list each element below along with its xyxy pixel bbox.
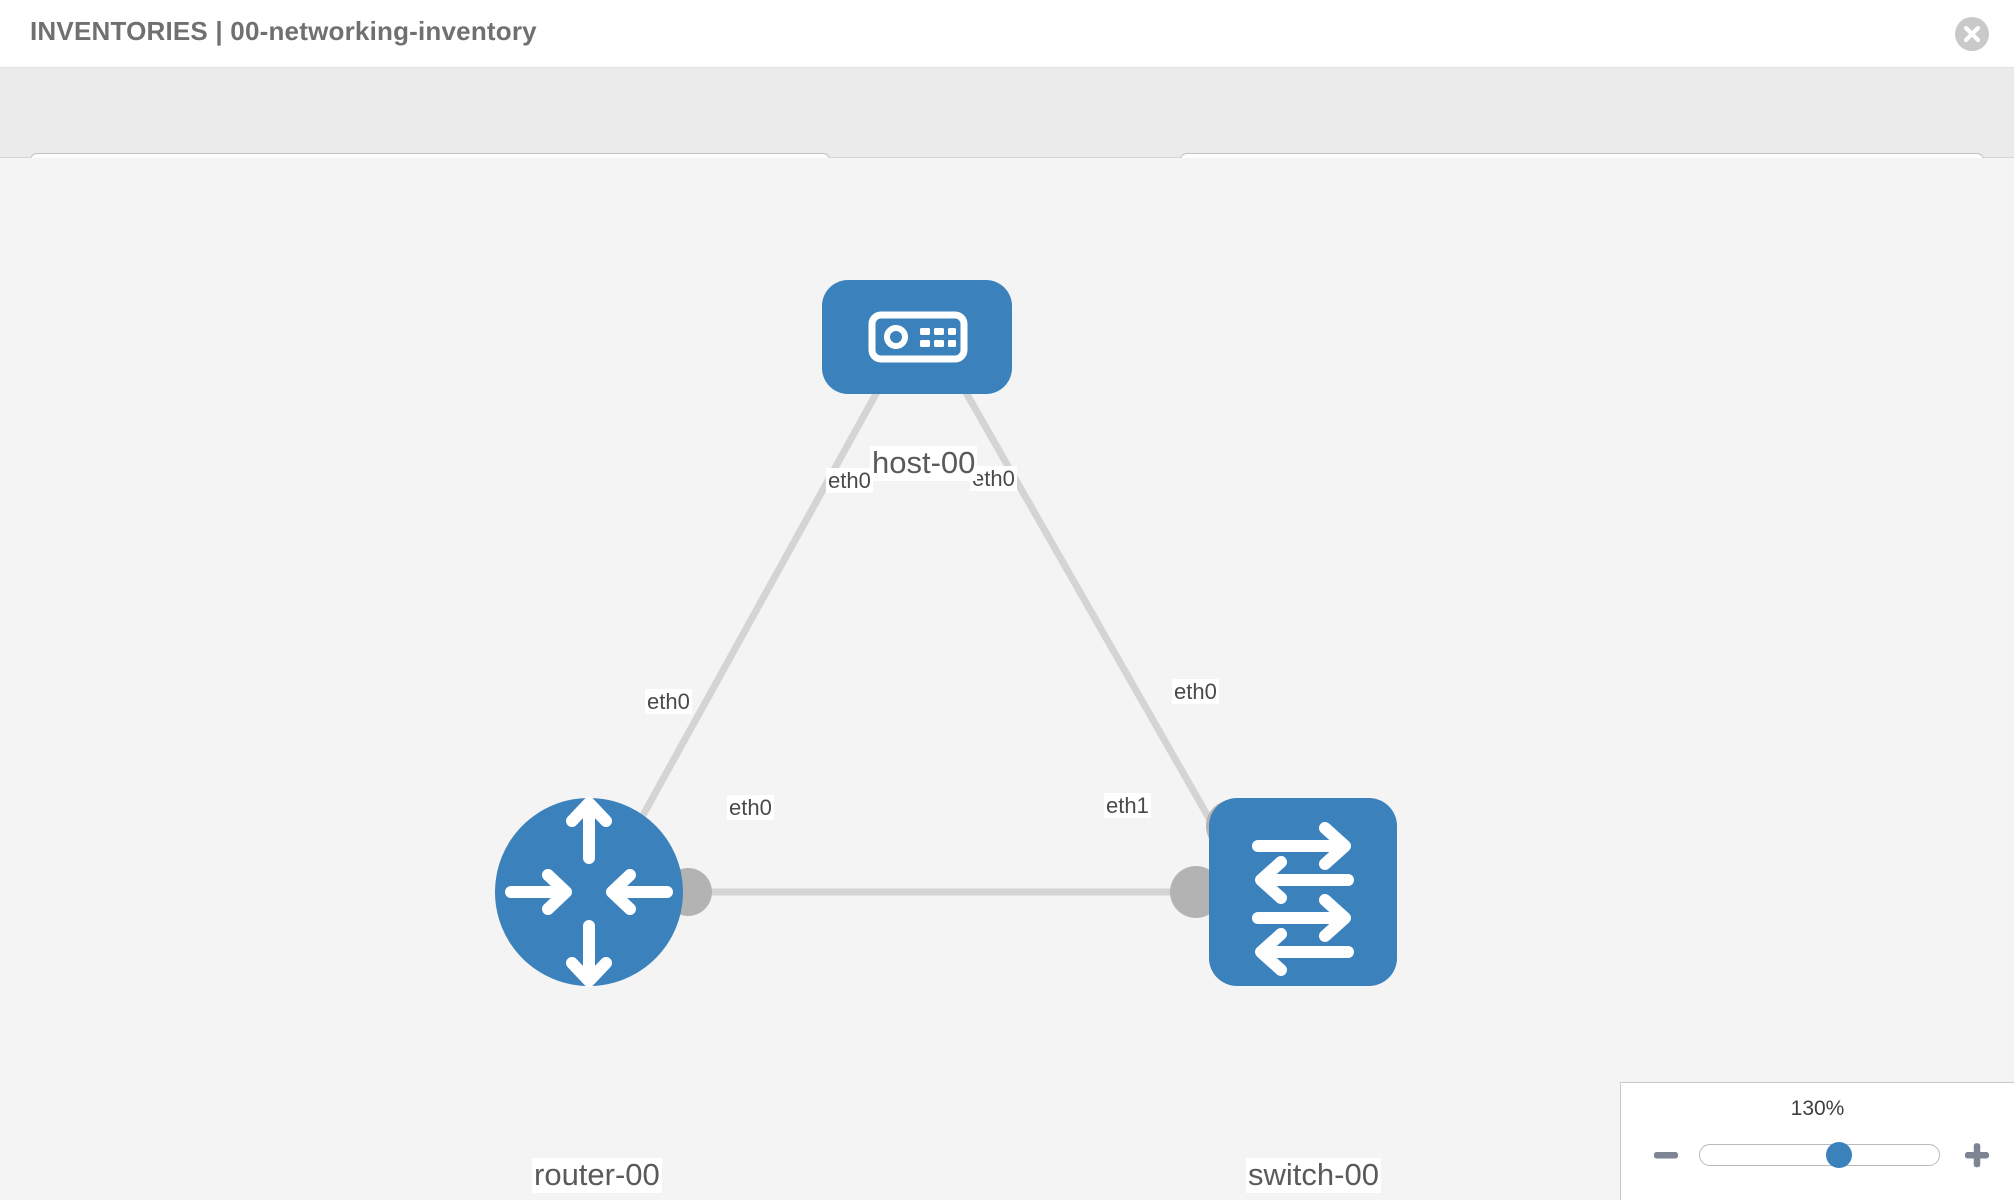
- router-icon: [505, 797, 673, 987]
- topology-graph: [495, 280, 1397, 987]
- interface-label: eth1: [1104, 793, 1151, 819]
- interface-label: eth0: [970, 466, 1017, 492]
- topology-links: [612, 352, 1230, 896]
- zoom-control-panel: 130%: [1620, 1082, 2014, 1200]
- zoom-level-value: 130%: [1790, 1097, 1845, 1120]
- node-label-switch: switch-00: [1246, 1157, 1381, 1193]
- node-label-host: host-00: [870, 445, 978, 481]
- page-header: INVENTORIES | 00-networking-inventory: [0, 0, 2014, 68]
- link-host-switch[interactable]: [940, 352, 1230, 850]
- page-title: INVENTORIES | 00-networking-inventory: [30, 16, 537, 46]
- interface-label: eth0: [826, 468, 873, 494]
- topology-connectors: [664, 330, 1258, 918]
- server-icon: [868, 311, 968, 363]
- link-router-host[interactable]: [612, 352, 902, 866]
- toolbar: ACTIONS SEARCH: [0, 68, 2014, 209]
- zoom-slider-thumb[interactable]: [1825, 1142, 1852, 1168]
- node-host-00[interactable]: [822, 280, 1012, 394]
- plus-icon[interactable]: [1962, 1140, 1992, 1170]
- node-switch-00[interactable]: [1209, 798, 1397, 986]
- topology-canvas[interactable]: eth0 eth0 eth0 eth0 eth0 eth1 host-00 ro…: [0, 158, 2014, 1200]
- node-label-router: router-00: [532, 1157, 662, 1193]
- close-icon[interactable]: [1954, 16, 1990, 52]
- interface-label: eth0: [1172, 679, 1219, 705]
- node-router-00[interactable]: [495, 797, 683, 987]
- interface-label: eth0: [727, 795, 774, 821]
- switch-icon: [1252, 822, 1354, 976]
- minus-icon[interactable]: [1651, 1140, 1681, 1170]
- zoom-slider-track[interactable]: [1699, 1142, 1940, 1168]
- interface-label: eth0: [645, 689, 692, 715]
